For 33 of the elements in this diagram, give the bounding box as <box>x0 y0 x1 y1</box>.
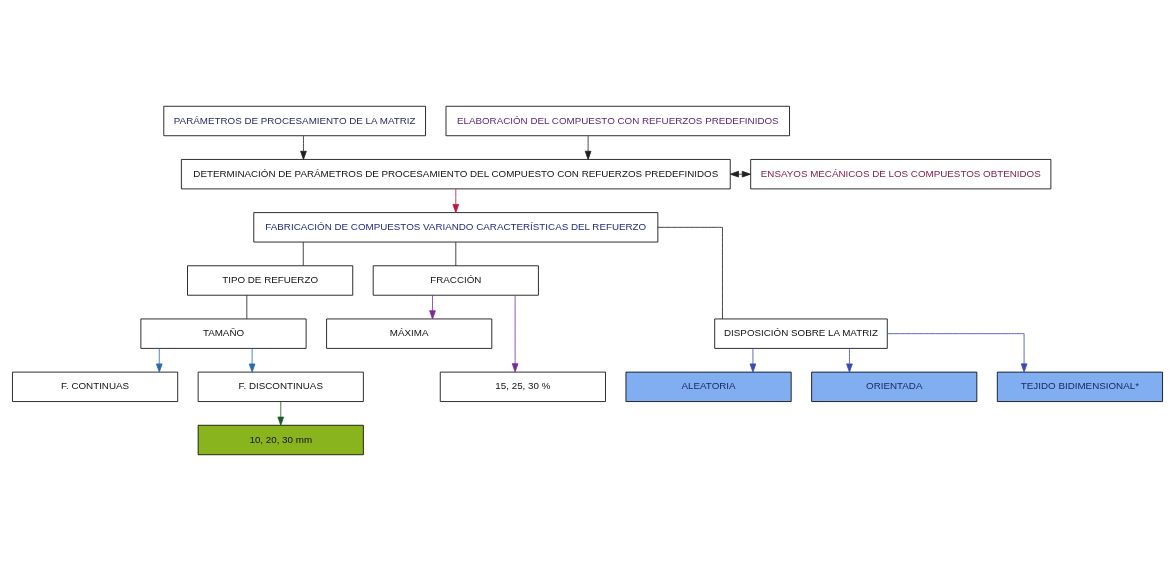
arrow <box>846 348 853 373</box>
connector <box>657 226 723 320</box>
arrow <box>729 170 751 178</box>
node-box: TIPO DE REFUERZO <box>187 265 354 296</box>
arrow <box>156 348 163 373</box>
connector <box>455 241 457 267</box>
node-box: F. CONTINUAS <box>12 371 179 402</box>
node-box: DISPOSICIÓN SOBRE LA MATRIZ <box>714 318 888 349</box>
arrow <box>300 135 307 160</box>
node-box: TEJIDO BIDIMENSIONAL* <box>996 371 1163 402</box>
arrow <box>429 294 436 320</box>
node-box: ENSAYOS MECÁNICOS DE LOS COMPUESTOS OBTENIDOS <box>750 159 1052 190</box>
node-box: PARÁMETROS DE PROCESAMIENTO DE LA MATRIZ <box>163 105 426 137</box>
arrow <box>277 401 285 426</box>
node-box: ORIENTADA <box>811 371 978 402</box>
node-box: MÁXIMA <box>326 318 493 349</box>
node-box: DETERMINACIÓN DE PARÁMETROS DE PROCESAMIENTO DEL COMPUESTO CON REFUERZOS PREDEFINIDOS <box>180 159 731 190</box>
arrow <box>452 188 460 213</box>
arrow <box>584 135 592 160</box>
arrow <box>887 333 1028 373</box>
arrow <box>248 348 256 373</box>
connector <box>302 241 304 267</box>
connector <box>246 294 248 320</box>
arrow <box>749 348 757 373</box>
node-box: ELABORACIÓN DEL COMPUESTO CON REFUERZOS PREDEFINIDOS <box>445 105 790 137</box>
node-box: FRACCIÓN <box>372 265 539 296</box>
node-box: 10, 20, 30 mm <box>197 424 364 456</box>
node-box: FABRICACIÓN DE COMPUESTOS VARIANDO CARACTERÍSTICAS DEL REFUERZO <box>253 212 659 243</box>
node-box: TAMAÑO <box>140 318 307 349</box>
node-box: ALEATORIA <box>625 371 792 402</box>
node-box: 15, 25, 30 % <box>439 371 606 402</box>
node-box: F. DISCONTINUAS <box>197 371 364 402</box>
arrow <box>511 294 519 373</box>
